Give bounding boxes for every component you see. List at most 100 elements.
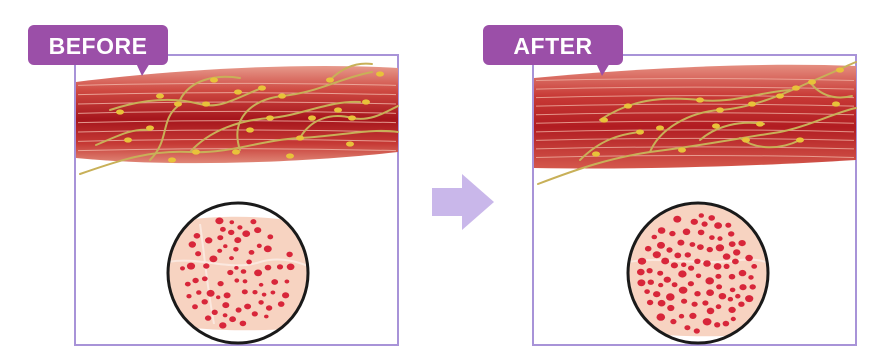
muscle-cell-dot xyxy=(192,278,198,283)
muscle-cell-dot xyxy=(254,270,262,277)
muscle-cell-dot xyxy=(685,252,691,257)
muscle-cell-dot xyxy=(187,263,195,270)
muscle-cell-dot xyxy=(714,263,722,270)
muscle-cell-dot xyxy=(194,233,201,239)
muscle-cell-dot xyxy=(271,291,276,295)
muscle-cell-dot xyxy=(707,308,715,315)
muscle-cell-dot xyxy=(217,249,222,253)
muscle-cell-dot xyxy=(732,259,739,265)
muscle-cell-dot xyxy=(709,235,715,240)
muscle-cell-dot xyxy=(277,264,283,269)
fat-cell xyxy=(334,107,342,112)
muscle-cell-dot xyxy=(738,302,744,307)
muscle-cell-dot xyxy=(637,279,645,286)
muscle-cell-dot xyxy=(286,252,292,258)
before-panel: BEFORE xyxy=(28,25,398,352)
muscle-cell-dot xyxy=(202,276,208,281)
fat-cell xyxy=(656,125,664,130)
muscle-cell-dot xyxy=(250,219,256,224)
muscle-cell-dot xyxy=(657,271,663,276)
muscle-cell-dot xyxy=(254,227,261,233)
muscle-cell-dot xyxy=(699,213,704,218)
muscle-cell-dot xyxy=(716,304,722,309)
muscle-cell-dot xyxy=(266,305,272,310)
muscle-cell-dot xyxy=(241,269,247,274)
muscle-cell-dot xyxy=(745,295,753,302)
muscle-cell-dot xyxy=(681,299,687,304)
muscle-cell-dot xyxy=(728,297,733,302)
fat-cell xyxy=(232,149,240,154)
muscle-cell-dot xyxy=(674,253,681,259)
muscle-cell-dot xyxy=(223,244,227,248)
fat-cell xyxy=(168,157,176,162)
muscle-cell-dot xyxy=(282,292,289,298)
muscle-cell-dot xyxy=(658,283,663,287)
muscle-cell-dot xyxy=(223,313,228,317)
muscle-cell-dot xyxy=(673,216,681,223)
muscle-cell-dot xyxy=(702,221,708,226)
muscle-cell-dot xyxy=(638,258,646,265)
muscle-cell-dot xyxy=(196,290,201,295)
before-label: BEFORE xyxy=(49,33,148,59)
muscle-cell-dot xyxy=(287,264,295,271)
muscle-cell-dot xyxy=(205,237,212,243)
muscle-cell-dot xyxy=(647,300,653,305)
after-label: AFTER xyxy=(513,33,592,59)
muscle-cell-dot xyxy=(653,291,660,297)
muscle-cell-dot xyxy=(688,281,694,286)
muscle-cell-dot xyxy=(714,322,720,327)
muscle-cell-dot xyxy=(697,244,704,250)
muscle-cell-dot xyxy=(735,294,740,299)
muscle-cell-dot xyxy=(224,292,231,298)
muscle-cell-dot xyxy=(195,251,201,256)
muscle-cell-dot xyxy=(678,270,686,277)
muscle-cell-dot xyxy=(652,235,658,240)
fat-cell xyxy=(286,153,294,158)
muscle-cell-dot xyxy=(698,230,705,236)
muscle-cell-dot xyxy=(229,316,236,322)
muscle-cell-dot xyxy=(733,249,740,255)
fat-cell xyxy=(836,67,844,72)
muscle-cell-dot xyxy=(714,222,722,229)
muscle-cell-dot xyxy=(645,246,652,252)
muscle-cell-dot xyxy=(189,241,196,247)
fat-cell xyxy=(624,103,632,108)
after-muscle-bundle xyxy=(534,65,856,169)
muscle-cell-dot xyxy=(745,255,753,261)
muscle-cell-dot xyxy=(694,291,700,296)
muscle-cell-dot xyxy=(672,282,678,287)
muscle-cell-dot xyxy=(222,302,229,308)
fat-cell xyxy=(716,107,724,112)
muscle-cell-dot xyxy=(236,307,242,312)
muscle-cell-dot xyxy=(648,280,654,285)
muscle-cell-dot xyxy=(703,318,712,325)
muscle-cell-dot xyxy=(690,242,696,247)
fat-cell xyxy=(742,137,750,142)
muscle-cell-dot xyxy=(716,284,722,289)
muscle-cell-dot xyxy=(670,319,676,324)
muscle-cell-dot xyxy=(679,287,688,294)
fat-cell xyxy=(308,115,316,120)
muscle-cell-dot xyxy=(209,256,217,263)
muscle-cell-dot xyxy=(664,277,671,283)
muscle-cell-dot xyxy=(271,279,278,285)
fat-cell xyxy=(246,127,254,132)
muscle-cell-dot xyxy=(653,251,661,258)
muscle-cell-dot xyxy=(237,225,242,229)
muscle-cell-dot xyxy=(661,258,669,265)
muscle-cell-dot xyxy=(192,304,198,309)
muscle-cell-dot xyxy=(228,230,234,235)
muscle-cell-dot xyxy=(252,311,258,316)
fat-cell xyxy=(278,93,286,98)
muscle-cell-dot xyxy=(220,227,226,232)
fat-cell xyxy=(748,101,756,106)
fat-cell xyxy=(192,149,200,154)
muscle-cell-dot xyxy=(692,302,698,307)
muscle-cell-dot xyxy=(180,266,185,270)
fat-cell xyxy=(202,101,210,106)
muscle-cell-dot xyxy=(667,305,674,311)
fat-cell xyxy=(124,137,132,142)
muscle-cell-dot xyxy=(278,301,285,307)
muscle-cell-dot xyxy=(234,278,239,282)
